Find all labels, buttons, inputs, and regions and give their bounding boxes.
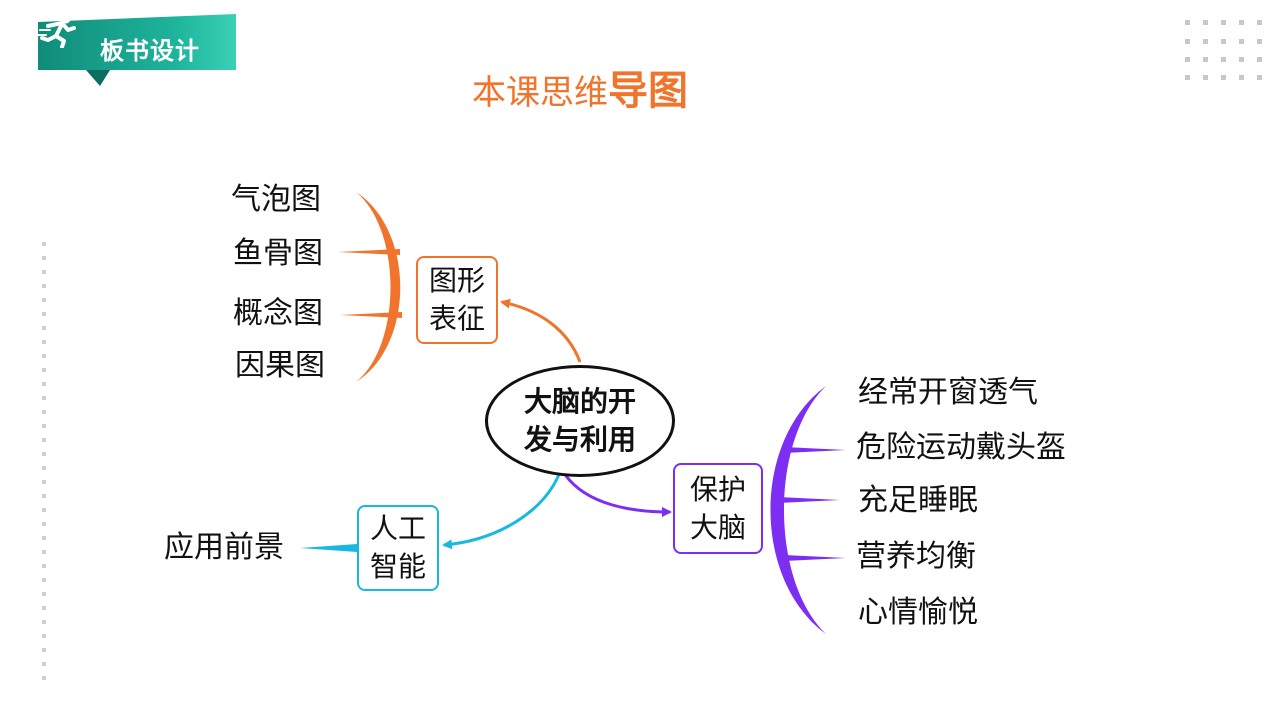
branch-node-ai: 人工 智能 <box>357 505 439 591</box>
leaf-graphic-2: 鱼骨图 <box>233 236 323 271</box>
spike-ai <box>300 544 357 552</box>
connector-graphic <box>500 298 582 363</box>
page-title: 本课思维导图 <box>472 58 688 116</box>
spike-protect-1 <box>784 447 846 453</box>
badge-ribbon <box>38 14 236 86</box>
spike-graphic-2 <box>340 312 402 318</box>
center-line2: 发与利用 <box>523 423 636 456</box>
center-line1: 大脑的开 <box>523 385 636 418</box>
bracket-graphic <box>356 192 401 382</box>
spike-protect-3 <box>784 555 846 561</box>
center-node: 大脑的开 发与利用 <box>485 365 675 477</box>
leaf-protect-1: 经常开窗透气 <box>858 375 1038 410</box>
leaf-protect-5: 心情愉悦 <box>858 595 978 630</box>
leaf-protect-2: 危险运动戴头盔 <box>856 430 1066 465</box>
branch-ai-line2: 智能 <box>369 550 426 583</box>
leaf-protect-3: 充足睡眠 <box>858 483 978 518</box>
branch-ai-line1: 人工 <box>369 512 426 545</box>
decorative-dots-grid <box>1185 20 1262 80</box>
branch-graphic-line2: 表征 <box>428 302 485 335</box>
branch-protect-line1: 保护 <box>689 472 746 506</box>
branch-node-protect: 保护 大脑 <box>673 463 763 554</box>
branch-graphic-line1: 图形 <box>428 264 485 297</box>
leaf-protect-4: 营养均衡 <box>856 539 976 574</box>
branch-node-graphic: 图形 表征 <box>416 256 498 344</box>
runner-icon <box>38 14 76 48</box>
connector-protect <box>560 469 672 517</box>
connector-ai <box>442 471 562 550</box>
spike-graphic-1 <box>338 249 400 255</box>
leaf-ai-1: 应用前景 <box>164 530 284 565</box>
decorative-dots-column <box>42 242 46 680</box>
title-part1: 本课思维 <box>472 73 608 113</box>
badge-label: 板书设计 <box>100 37 200 65</box>
leaf-graphic-1: 气泡图 <box>231 182 321 217</box>
board-design-badge: 板书设计 <box>38 14 238 86</box>
spike-protect-2 <box>778 497 840 503</box>
leaf-graphic-4: 因果图 <box>235 348 325 383</box>
title-part2: 导图 <box>608 68 688 114</box>
leaf-graphic-3: 概念图 <box>233 296 323 331</box>
branch-protect-line2: 大脑 <box>689 510 746 544</box>
bracket-protect <box>770 386 826 634</box>
